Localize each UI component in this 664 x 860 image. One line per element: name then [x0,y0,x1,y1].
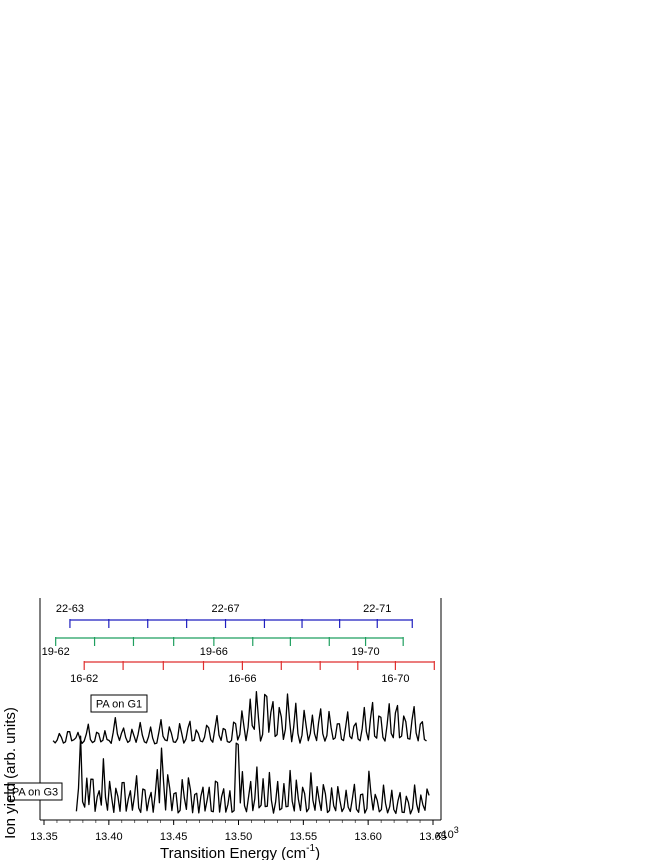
ladder-label: 19-66 [200,646,228,658]
trace-label-box [7,782,63,801]
x-tick-label-1: 13.40 [95,831,123,843]
x-tick-label-3: 13.50 [225,831,253,843]
ladder-label: 19-70 [352,646,380,658]
ladder-label: 22-63 [56,603,84,615]
trace-label-text: PA on G3 [12,787,58,799]
x-tick-label-4: 13.55 [290,831,318,843]
ladder-label: 16-70 [381,673,409,685]
ladder-label: 22-71 [363,603,391,615]
spectrum-traces [52,691,430,815]
trace-label-1: PA on G3 [7,782,63,801]
x-tick-label-2: 13.45 [160,831,188,843]
ladder-label: 16-66 [228,673,256,685]
ladder-1: 19-62 19-66 19-70 [42,637,404,658]
x-axis-title-superscript: -1 [306,843,315,854]
x-tick-label-5: 13.60 [354,831,382,843]
spectrum-trace-0 [52,691,427,745]
y-axis-title: Ion yield (arb. units) [2,707,19,839]
ladder-2: 16-62 16-66 16-70 [70,661,435,685]
trace-label-0: PA on G1 [90,694,148,713]
trace-label-box [90,694,148,713]
ladder-label: 19-62 [42,646,70,658]
spectrum-trace-1 [75,735,430,815]
x-tick-label-6: 13.65 [419,831,447,843]
x-tick-label-0: 13.35 [30,831,58,843]
assignment-ladders: 22-63 22-67 22-71 19-62 19-66 19-70 16-62 16-66… [42,603,435,685]
trace-labels: PA on G1 PA on G3 [7,694,148,801]
ladder-label: 22-67 [211,603,239,615]
trace-label-text: PA on G1 [96,699,142,711]
x-axis-multiplier: x103 [436,825,459,841]
ladder-0: 22-63 22-67 22-71 [56,603,413,628]
ladder-label: 16-62 [70,673,98,685]
x-axis-title: Transition Energy (cm-1) [160,843,320,860]
